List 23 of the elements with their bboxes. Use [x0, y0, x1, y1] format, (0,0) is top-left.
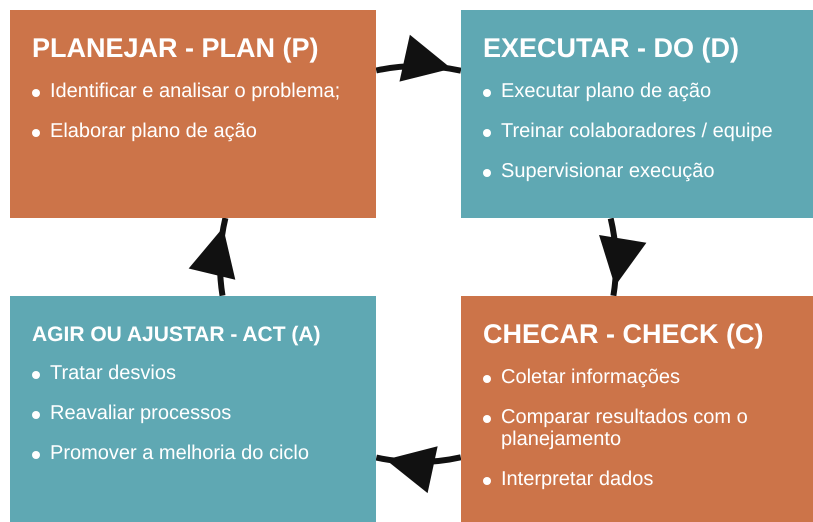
bullet-text: Supervisionar execução: [501, 160, 714, 182]
stage-heading: EXECUTAR - DO (D): [483, 32, 740, 65]
stage-box: [461, 10, 813, 218]
bullet-text: Identificar e analisar o problema;: [50, 80, 340, 102]
bullet-text: Promover a melhoria do ciclo: [50, 442, 309, 464]
cycle-arrow: [376, 444, 462, 492]
stage-heading: CHECAR - CHECK (C): [483, 318, 764, 351]
bullet-text: Executar plano de ação: [501, 80, 712, 102]
bullet-text: Interpretar dados: [501, 468, 654, 490]
bullet-text: Elaborar plano de ação: [50, 120, 257, 142]
stage-heading: AGIR OU AJUSTAR - ACT (A): [32, 322, 322, 348]
cycle-arrow: [190, 217, 237, 296]
stage-box: [10, 296, 376, 522]
stage-heading: PLANEJAR - PLAN (P): [32, 32, 320, 65]
bullet-text: Coletar informações: [501, 366, 680, 388]
bullet-text: Treinar colaboradores / equipe: [501, 120, 773, 142]
stage-box: [461, 296, 813, 522]
stage-box: [10, 10, 376, 218]
bullet-text: Tratar desvios: [50, 362, 176, 384]
cycle-arrow: [376, 36, 462, 84]
bullet-text: Reavaliar processos: [50, 402, 232, 424]
bullet-text: Comparar resultados com o planejamento: [501, 406, 749, 450]
cycle-arrow: [598, 218, 646, 296]
